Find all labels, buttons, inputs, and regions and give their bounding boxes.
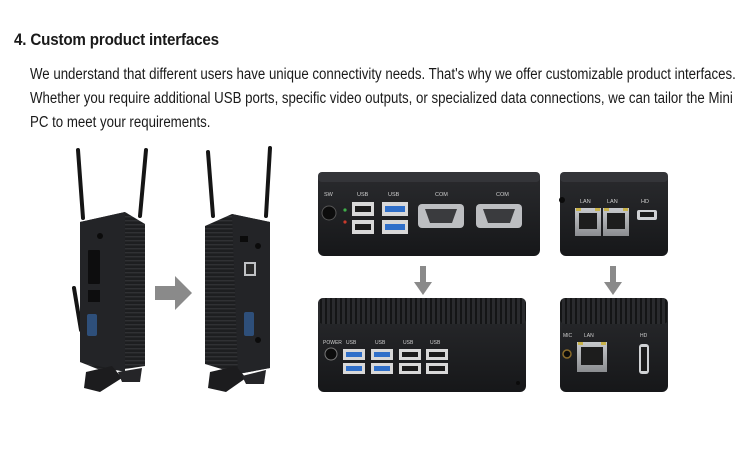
antenna-icon bbox=[264, 146, 272, 218]
mini-pc-after bbox=[205, 146, 272, 392]
section-description: We understand that different users have … bbox=[30, 63, 736, 135]
antenna-icon bbox=[206, 150, 215, 218]
down-arrow-icon bbox=[414, 266, 432, 295]
side-panel-before: LAN LAN HD bbox=[559, 172, 668, 256]
antenna-icon bbox=[72, 286, 83, 332]
port-label: USB bbox=[375, 340, 386, 346]
port-label: USB bbox=[388, 192, 400, 198]
right-arrow-icon bbox=[155, 276, 192, 310]
port-label: SW bbox=[324, 192, 334, 198]
port-label: HD bbox=[640, 333, 648, 339]
port-label: MIC bbox=[563, 333, 573, 339]
rear-panel-after: POWER USB USB USB USB bbox=[318, 298, 526, 392]
description-line: PC to meet your requirements. bbox=[30, 114, 211, 131]
description-line: We understand that different users have … bbox=[30, 66, 736, 83]
description-line: Whether you require additional USB ports… bbox=[30, 90, 733, 107]
antenna-icon bbox=[76, 148, 85, 220]
port-label: USB bbox=[403, 340, 414, 346]
port-label: POWER bbox=[323, 340, 342, 346]
power-button-icon bbox=[324, 347, 338, 361]
port-label: USB bbox=[346, 340, 357, 346]
mini-pc-before bbox=[72, 148, 148, 392]
port-label: USB bbox=[357, 192, 369, 198]
mic-jack-icon bbox=[562, 349, 572, 359]
port-label: LAN bbox=[584, 333, 594, 339]
power-switch-icon bbox=[321, 205, 337, 221]
rear-panel-before: SW USB USB COM COM bbox=[318, 172, 540, 256]
port-label: COM bbox=[496, 192, 509, 198]
port-label: LAN bbox=[607, 199, 618, 205]
port-label: LAN bbox=[580, 199, 591, 205]
antenna-icon bbox=[138, 148, 148, 218]
port-label: HD bbox=[641, 199, 649, 205]
down-arrow-icon bbox=[604, 266, 622, 295]
section-heading: 4. Custom product interfaces bbox=[14, 31, 219, 49]
port-label: USB bbox=[430, 340, 441, 346]
side-panel-after: MIC LAN HD bbox=[560, 298, 668, 392]
port-label: COM bbox=[435, 192, 448, 198]
